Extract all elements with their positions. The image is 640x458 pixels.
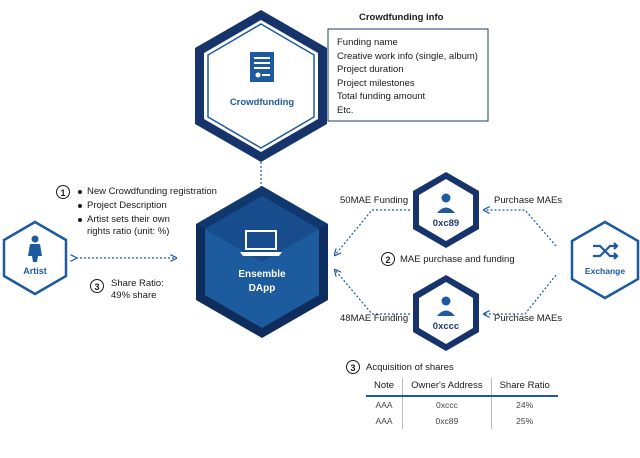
user-icon-top [437, 193, 455, 213]
info-item: Project milestones [337, 77, 415, 89]
table-row: AAA 0xc89 25% [366, 413, 558, 429]
step1-item-cont: rights ratio (unit: %) [87, 226, 170, 237]
step2-label: MAE purchase and funding [400, 254, 515, 265]
step1-item: New Crowdfunding registration [78, 186, 217, 198]
dapp-label-line2: DApp [248, 283, 276, 294]
arrow-purchase-top [484, 210, 557, 247]
step3-table-number: 3 [346, 360, 360, 374]
user-icon-bottom [437, 296, 455, 316]
crowdfunding-info-box [327, 28, 489, 122]
crowdfunding-label: Crowdfunding [229, 97, 295, 108]
info-item: Total funding amount [337, 91, 426, 102]
arrow-funding-top [335, 209, 410, 255]
step3-left-number: 3 [90, 279, 104, 293]
shares-table: Note Owner's Address Share Ratio AAA 0xc… [366, 378, 558, 429]
artist-label: Artist [23, 266, 47, 276]
col-share-ratio: Share Ratio [490, 378, 558, 397]
artist-icon [28, 235, 42, 262]
wallet-hexagon-bottom [413, 275, 479, 351]
cell-note: AAA [375, 400, 393, 410]
exchange-hexagon [570, 220, 640, 300]
dapp-hexagon [196, 186, 328, 338]
laptop-icon [240, 230, 282, 256]
arrow-purchase-bottom [484, 274, 557, 314]
step2-number: 2 [381, 252, 395, 266]
wallet-address-top: 0xc89 [432, 218, 460, 229]
step1-item: Artist sets their own [78, 214, 217, 226]
table-header-row: Note Owner's Address Share Ratio [366, 378, 558, 397]
crowdfunding-hexagon [195, 10, 327, 162]
step1-list: New Crowdfunding registration Project De… [78, 186, 217, 237]
step1-number: 1 [56, 185, 70, 199]
step1-item: Project Description [78, 200, 217, 212]
cell-ratio: 25% [490, 413, 558, 429]
info-item: Funding name [337, 37, 398, 48]
funding-top-label: 50MAE Funding [340, 195, 409, 206]
table-row: AAA 0xccc 24% [366, 396, 558, 413]
acquisition-title: Acquisition of shares [366, 362, 454, 373]
exchange-label: Exchange [584, 266, 626, 276]
wallet-hexagon-top [413, 172, 479, 248]
funding-bottom-label: 48MAE Funding [340, 313, 409, 324]
shuffle-icon [593, 242, 619, 260]
col-note: Note [366, 378, 403, 397]
share-ratio-value: 49% share [111, 290, 157, 301]
cell-address: 0xccc [402, 396, 492, 413]
cell-address: 0xc89 [402, 413, 492, 429]
cell-ratio: 24% [490, 396, 558, 413]
info-item: Creative work info (single, album) [337, 50, 478, 62]
wallet-address-bottom: 0xccc [432, 321, 460, 332]
document-icon [250, 52, 274, 82]
purchase-bottom-label: Purchase MAEs [494, 313, 563, 324]
info-item: Project duration [337, 64, 404, 75]
dapp-label-line1: Ensemble [238, 269, 286, 280]
crowdfunding-info-list: Funding name Creative work info (single,… [337, 36, 478, 117]
arrow-funding-bottom [335, 270, 410, 315]
cell-note: AAA [375, 416, 393, 426]
col-owner-address: Owner's Address [402, 378, 492, 397]
share-ratio-label: Share Ratio: [111, 278, 164, 289]
artist-hexagon [2, 220, 68, 296]
crowdfunding-info-title: Crowdfunding info [359, 12, 444, 23]
info-item: Etc. [337, 104, 354, 116]
purchase-top-label: Purchase MAEs [494, 195, 563, 206]
